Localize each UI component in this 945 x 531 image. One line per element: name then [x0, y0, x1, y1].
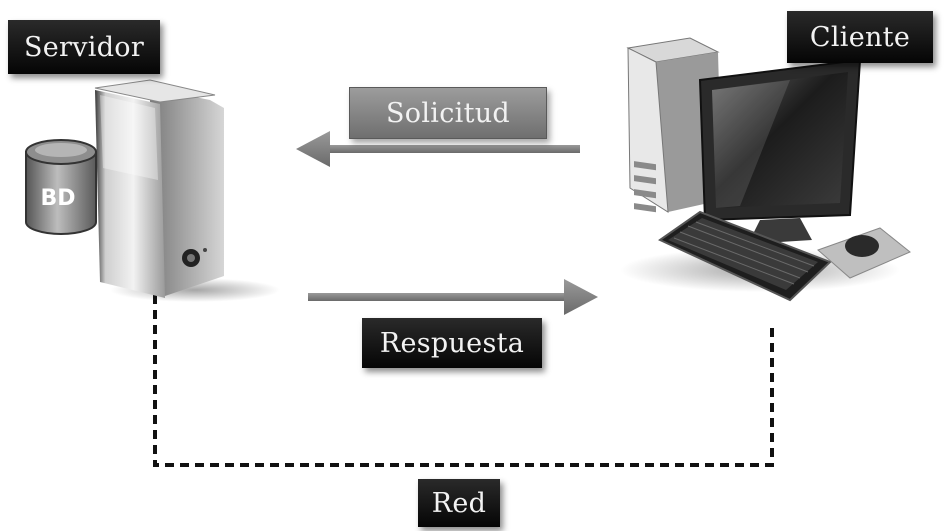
request-arrow	[296, 131, 580, 167]
response-arrow	[308, 279, 598, 315]
mouse-icon	[845, 235, 879, 257]
server-tower-icon	[94, 79, 280, 302]
response-label: Respuesta	[362, 318, 542, 368]
database-cylinder-icon: BD	[25, 139, 97, 235]
desktop-computer-icon	[620, 37, 911, 302]
request-label: Solicitud	[349, 87, 547, 139]
network-label: Red	[418, 479, 500, 527]
server-label: Servidor	[8, 20, 160, 74]
client-label: Cliente	[787, 11, 933, 63]
database-label: BD	[40, 186, 75, 211]
network-dashed-line	[153, 295, 774, 467]
keyboard-icon	[658, 210, 832, 302]
